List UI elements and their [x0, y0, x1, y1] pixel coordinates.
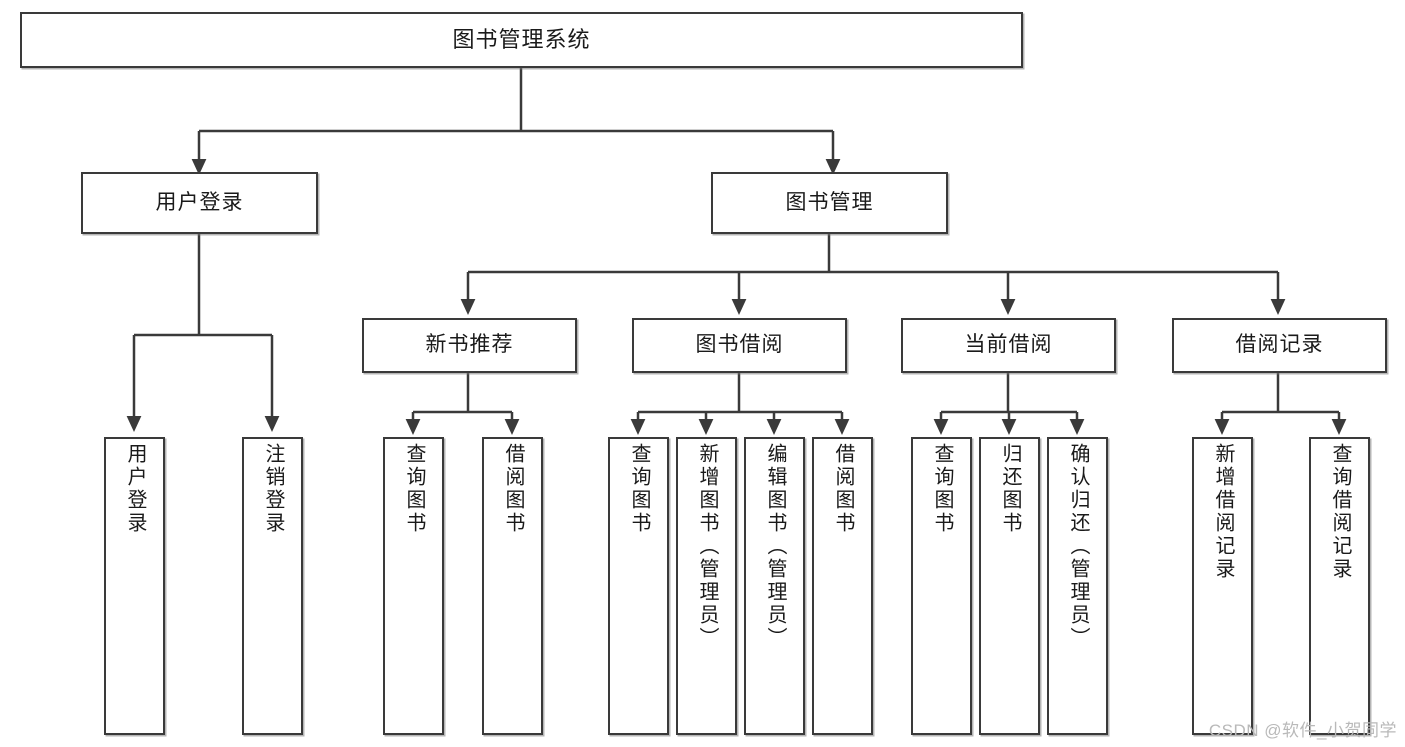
leaf-borrow-record-add[interactable]: 新增借阅记录: [1192, 437, 1253, 735]
node-root-system[interactable]: 图书管理系统: [20, 12, 1023, 68]
node-user-login[interactable]: 用户登录: [81, 172, 318, 234]
node-label: 查询图书: [403, 443, 425, 535]
node-label: 新增图书（管理员）: [696, 443, 718, 650]
node-new-book-recommend[interactable]: 新书推荐: [362, 318, 577, 373]
node-label: 查询图书: [931, 443, 953, 535]
leaf-current-borrow-return[interactable]: 归还图书: [979, 437, 1040, 735]
leaf-book-borrow-edit[interactable]: 编辑图书（管理员）: [744, 437, 805, 735]
node-label: 当前借阅: [964, 333, 1053, 357]
leaf-current-borrow-query[interactable]: 查询图书: [911, 437, 972, 735]
leaf-borrow-record-query[interactable]: 查询借阅记录: [1309, 437, 1370, 735]
node-label: 借阅图书: [832, 443, 854, 535]
leaf-book-borrow-add[interactable]: 新增图书（管理员）: [676, 437, 737, 735]
node-label: 图书管理: [785, 190, 874, 214]
node-label: 借阅图书: [502, 443, 524, 535]
leaf-book-borrow-query[interactable]: 查询图书: [608, 437, 669, 735]
node-label: 用户登录: [155, 190, 244, 214]
node-borrow-record[interactable]: 借阅记录: [1172, 318, 1387, 373]
node-label: 用户登录: [124, 443, 146, 535]
leaf-new-book-query[interactable]: 查询图书: [383, 437, 444, 735]
leaf-current-borrow-confirm-return[interactable]: 确认归还（管理员）: [1047, 437, 1108, 735]
node-label: 查询借阅记录: [1329, 443, 1351, 581]
node-book-management[interactable]: 图书管理: [711, 172, 948, 234]
node-label: 借阅记录: [1235, 333, 1324, 357]
leaf-new-book-borrow[interactable]: 借阅图书: [482, 437, 543, 735]
node-current-borrow[interactable]: 当前借阅: [901, 318, 1116, 373]
node-label: 新书推荐: [425, 333, 514, 357]
node-label: 查询图书: [628, 443, 650, 535]
leaf-user-login-login[interactable]: 用户登录: [104, 437, 165, 735]
leaf-book-borrow-borrow[interactable]: 借阅图书: [812, 437, 873, 735]
leaf-user-login-logout[interactable]: 注销登录: [242, 437, 303, 735]
node-label: 确认归还（管理员）: [1067, 443, 1089, 650]
node-label: 归还图书: [999, 443, 1021, 535]
node-label: 新增借阅记录: [1212, 443, 1234, 581]
node-book-borrow[interactable]: 图书借阅: [632, 318, 847, 373]
node-label: 编辑图书（管理员）: [764, 443, 786, 650]
node-label: 注销登录: [262, 443, 284, 535]
node-label: 图书管理系统: [452, 27, 591, 53]
node-label: 图书借阅: [695, 333, 784, 357]
